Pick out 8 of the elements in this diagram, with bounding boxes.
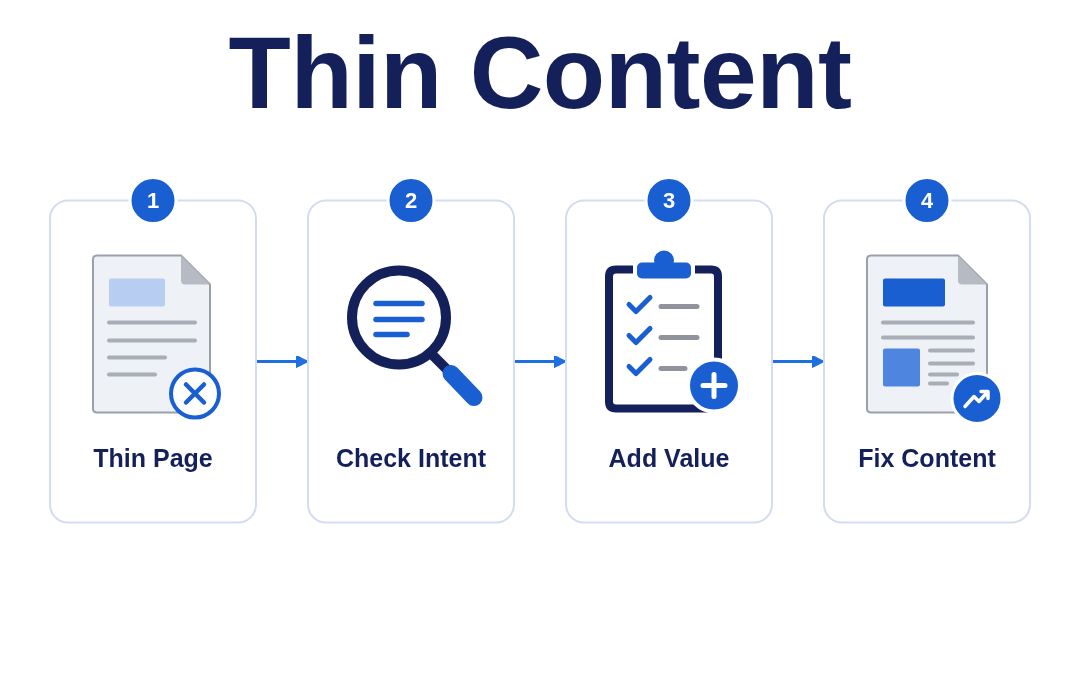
node-circle: 4: [902, 176, 952, 225]
node-circle: 3: [644, 176, 694, 225]
arrow: [256, 354, 309, 369]
arrow: [772, 354, 825, 369]
node-circle: 2: [386, 176, 436, 225]
node-circle: 1: [128, 176, 178, 225]
title: Thin Content: [228, 22, 852, 124]
arrow: [514, 354, 567, 369]
